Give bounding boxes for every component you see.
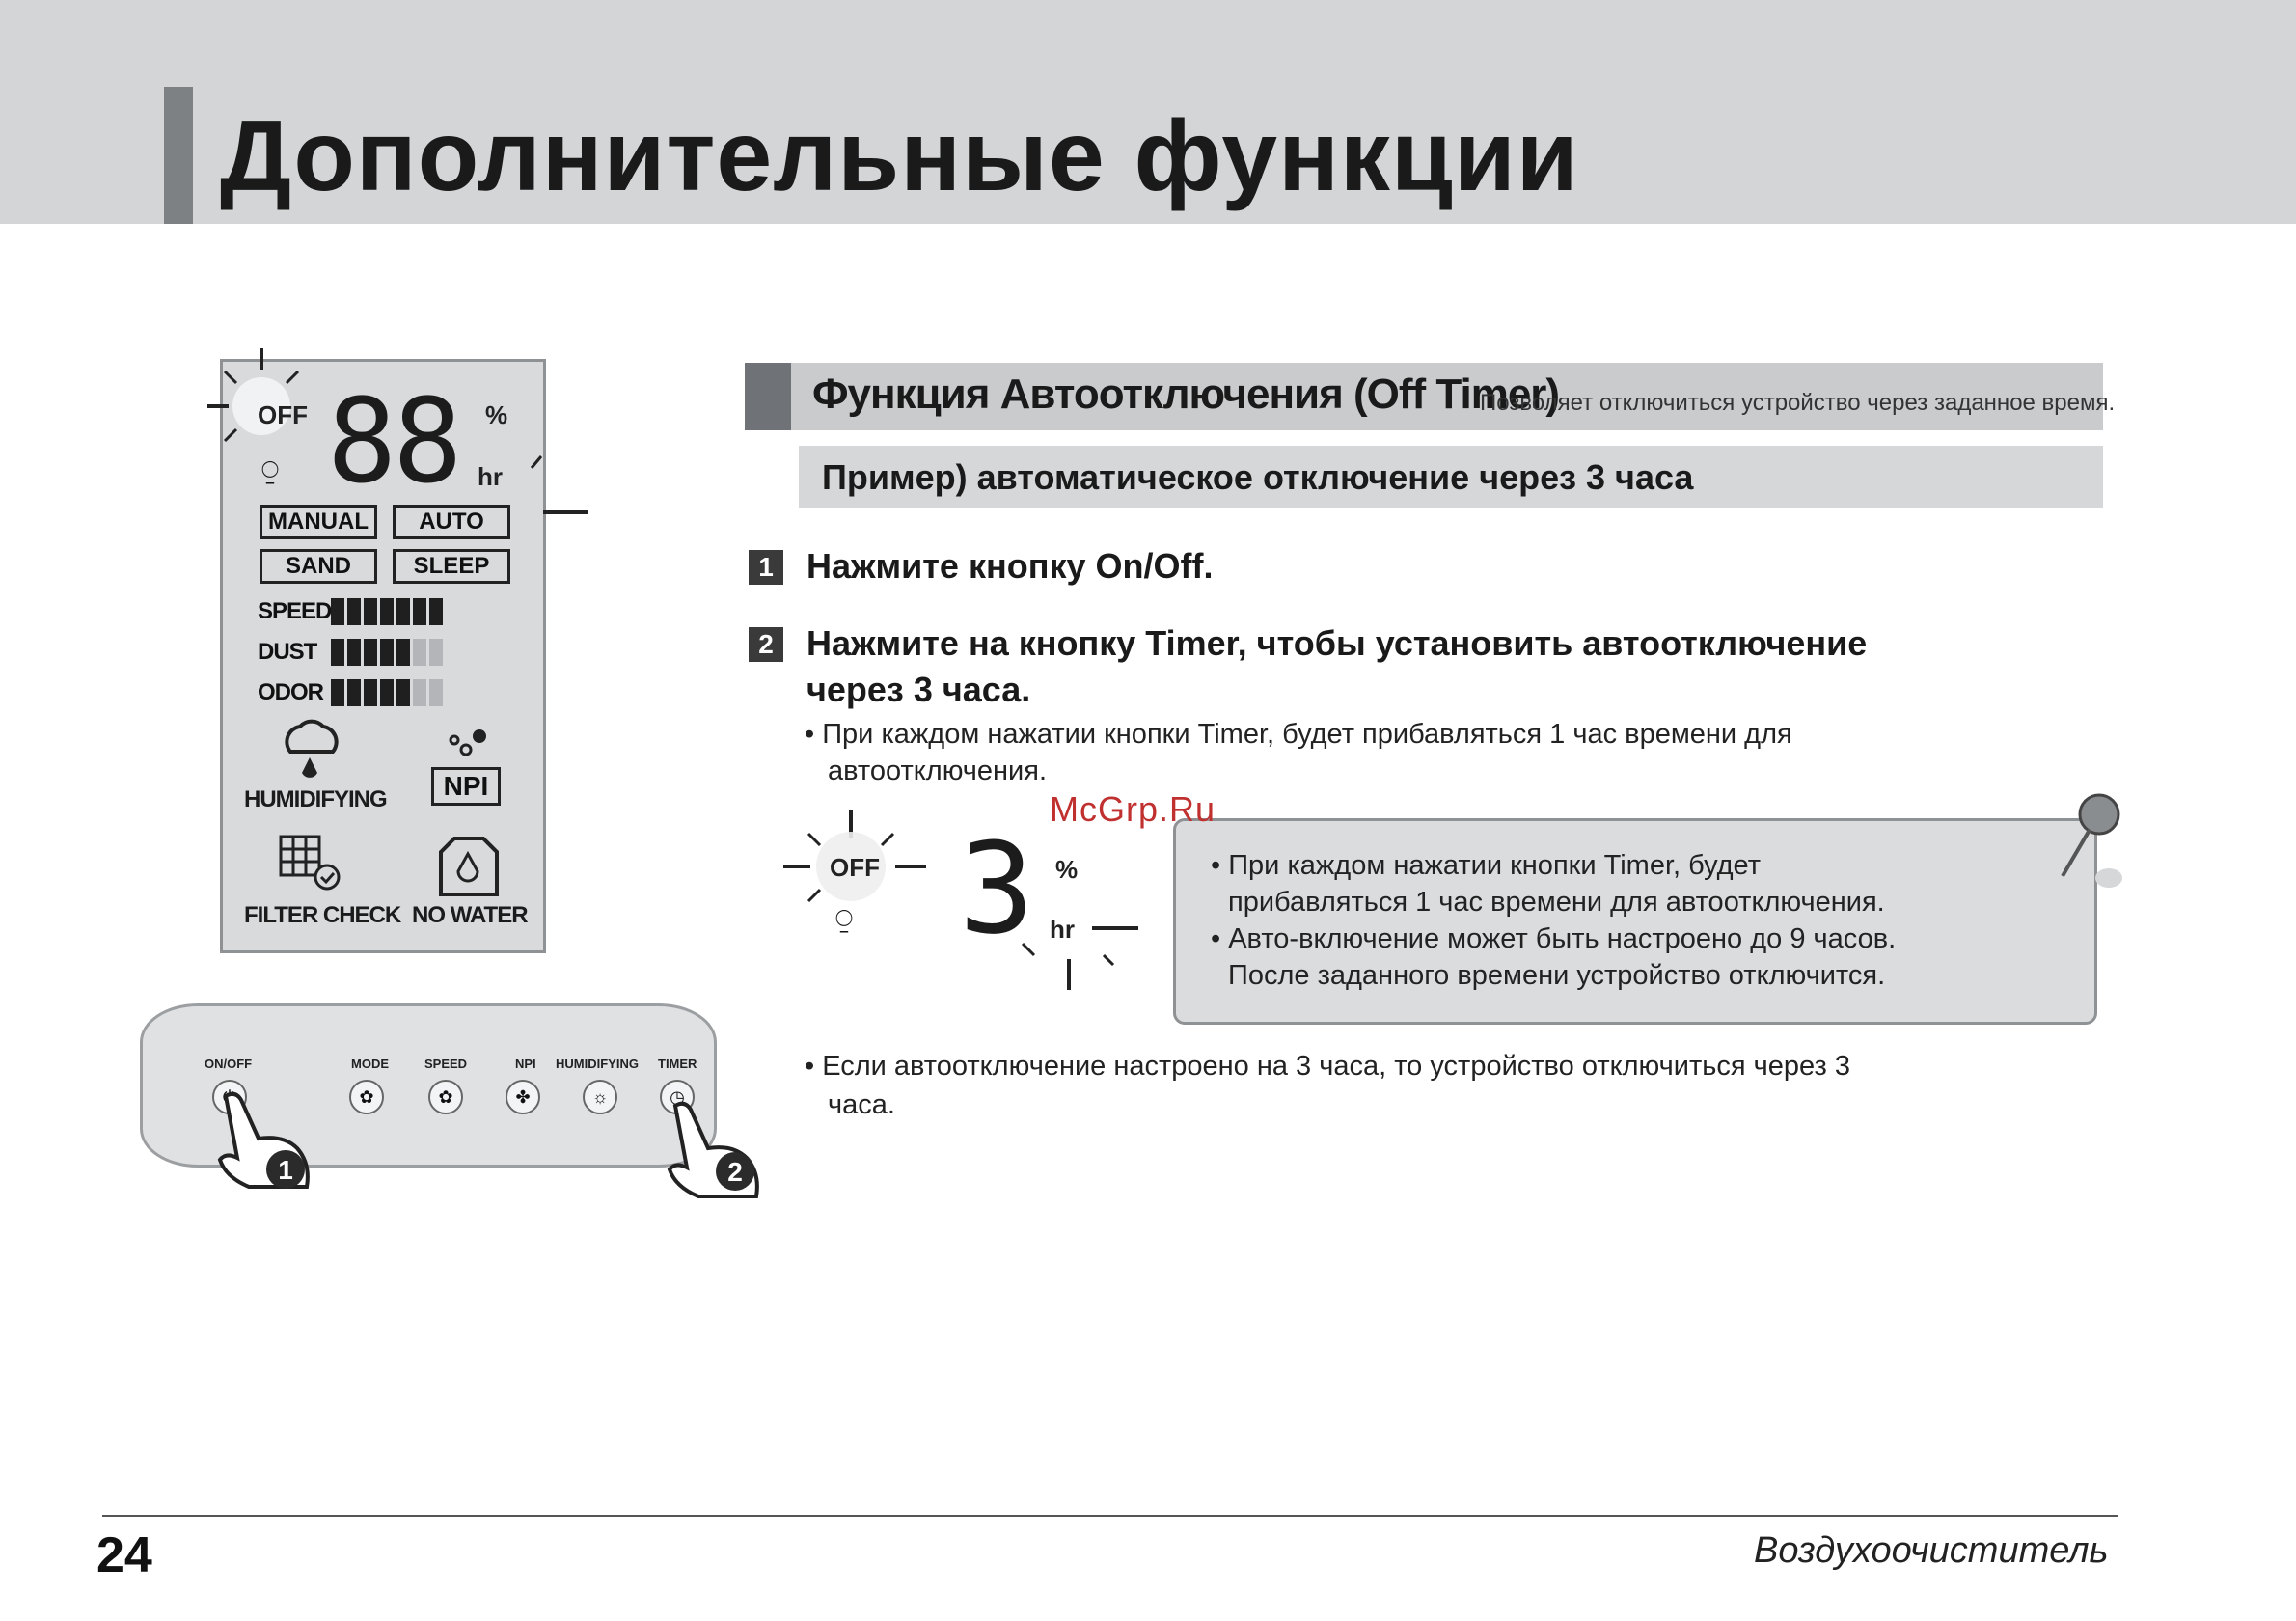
- blink-rays-icon: [207, 348, 300, 443]
- lcd-level-label: DUST: [258, 639, 317, 665]
- callout-1-label: 1: [278, 1155, 293, 1185]
- ctrl-label-mode: MODE: [351, 1057, 389, 1071]
- final-bullet-line1: • Если автоотключение настроено на 3 час…: [805, 1051, 1850, 1082]
- lcd-level-rows: SPEED DUST ODOR: [258, 591, 446, 713]
- humidifying-icon: [285, 719, 339, 778]
- mini-percent: %: [1055, 855, 1079, 884]
- pointing-hand-icon-1: 1: [217, 1091, 310, 1189]
- lcd-level-bar: [396, 639, 410, 666]
- mode-auto: AUTO: [393, 505, 510, 539]
- mini-hr-rays-icon: [1021, 926, 1138, 990]
- pushpin-icon: [2061, 793, 2122, 888]
- lcd-level-bar: [347, 598, 361, 625]
- humidifying-label: HUMIDIFYING: [244, 786, 388, 812]
- ctrl-label-npi: NPI: [515, 1057, 536, 1071]
- mode-button[interactable]: ✿: [349, 1080, 384, 1114]
- lcd-level-bar: [380, 598, 394, 625]
- no-water-label: NO WATER: [412, 902, 529, 928]
- mini-off-label: OFF: [830, 853, 880, 882]
- mini-display: OFF ⍜ 3 % hr: [781, 807, 1138, 990]
- page-title: Дополнительные функции: [220, 100, 1579, 212]
- lcd-level-bar: [347, 639, 361, 666]
- lcd-level-bar: [347, 679, 361, 706]
- final-bullet-line2: часа.: [828, 1089, 895, 1120]
- step-2-text-line2: через 3 часа.: [806, 670, 1031, 709]
- filter-check-label: FILTER CHECK: [244, 902, 401, 928]
- footer-title: Воздухоочиститель: [1754, 1530, 2109, 1571]
- callout-2-label: 2: [727, 1157, 743, 1187]
- watermark: McGrp.Ru: [1050, 789, 1216, 829]
- header-band: [0, 0, 2296, 224]
- npi-button[interactable]: ✤: [506, 1080, 540, 1114]
- lcd-level-row: DUST: [258, 632, 446, 673]
- note-line-4: После заданного времени устройство отклю…: [1228, 960, 1886, 991]
- lcd-level-row: SPEED: [258, 591, 446, 632]
- lcd-level-bar: [364, 639, 377, 666]
- filter-check-icon: [279, 835, 341, 891]
- mode-sand: SAND: [260, 549, 377, 584]
- speed-button[interactable]: ✿: [428, 1080, 463, 1114]
- lcd-level-bar: [364, 598, 377, 625]
- section-header-band: [745, 363, 2103, 430]
- step-1-text: Нажмите кнопку On/Off.: [806, 546, 1214, 586]
- lcd-level-bar: [429, 639, 443, 666]
- step-2-bullet-line1: • При каждом нажатии кнопки Timer, будет…: [805, 719, 1792, 750]
- step-1-number: 1: [749, 550, 783, 585]
- section-header-accent: [745, 363, 791, 430]
- page-number: 24: [96, 1527, 152, 1583]
- lcd-level-bar: [331, 639, 344, 666]
- step-2-number: 2: [749, 627, 783, 662]
- lcd-level-bar: [380, 679, 394, 706]
- lcd-level-bar: [396, 679, 410, 706]
- lcd-level-bar: [413, 639, 426, 666]
- section-subtitle: Позволяет отключиться устройство через з…: [1480, 390, 2116, 416]
- ctrl-label-speed: SPEED: [424, 1057, 468, 1071]
- lcd-level-bar: [429, 679, 443, 706]
- note-box: • При каждом нажатии кнопки Timer, будет…: [1173, 818, 2097, 1025]
- example-text: Пример) автоматическое отключение через …: [822, 457, 1694, 497]
- lcd-level-bar: [380, 639, 394, 666]
- step-2-text-line1: Нажмите на кнопку Timer, чтобы установит…: [806, 623, 1868, 663]
- lcd-level-bar: [364, 679, 377, 706]
- npi-icon: [449, 729, 486, 756]
- lcd-level-label: ODOR: [258, 679, 324, 705]
- sleep-hand-icon: ⍜: [261, 454, 279, 486]
- example-band: [799, 446, 2103, 508]
- mode-manual: MANUAL: [260, 505, 377, 539]
- lcd-hr: hr: [478, 462, 503, 491]
- section-title: Функция Автоотключения (Off Timer): [812, 371, 1560, 418]
- mode-sleep: SLEEP: [393, 549, 510, 584]
- ctrl-label-timer: TIMER: [658, 1057, 697, 1071]
- lcd-level-bar: [429, 598, 443, 625]
- lcd-level-bar: [413, 598, 426, 625]
- lcd-level-row: ODOR: [258, 673, 446, 713]
- mini-blink-rays-icon: [783, 810, 926, 903]
- mini-hr: hr: [1050, 915, 1075, 944]
- no-water-icon: [439, 837, 499, 896]
- lcd-level-bar: [331, 679, 344, 706]
- npi-label: NPI: [431, 767, 501, 806]
- pointing-hand-icon-2: 2: [667, 1101, 759, 1198]
- header-accent-bar: [164, 87, 193, 224]
- lcd-off-label: OFF: [258, 400, 308, 429]
- note-line-2: прибавляться 1 час времени для автоотклю…: [1228, 887, 1885, 918]
- lcd-level-label: SPEED: [258, 598, 332, 624]
- lcd-level-bar: [396, 598, 410, 625]
- hr-blink-rays-icon: [530, 455, 588, 514]
- mini-hand-icon: ⍜: [835, 903, 853, 935]
- mini-digit: 3: [959, 815, 1035, 962]
- lcd-level-bar: [413, 679, 426, 706]
- step-2-bullet-line2: автоотключения.: [828, 756, 1048, 786]
- lcd-level-bar: [331, 598, 344, 625]
- ctrl-label-humidifying: HUMIDIFYING: [556, 1057, 639, 1071]
- ctrl-label-onoff: ON/OFF: [205, 1057, 253, 1071]
- footer-divider: [102, 1515, 2118, 1517]
- lcd-digits: 88: [327, 375, 462, 509]
- note-line-3: • Авто-включение может быть настроено до…: [1211, 923, 1897, 954]
- lcd-display-panel: OFF ⍜ 88 % hr MANUAL AUTO SAND SLEEP SPE…: [207, 348, 588, 953]
- note-line-1: • При каждом нажатии кнопки Timer, будет: [1211, 850, 1762, 881]
- lcd-percent: %: [485, 400, 508, 429]
- humidifying-button[interactable]: ☼: [583, 1080, 617, 1114]
